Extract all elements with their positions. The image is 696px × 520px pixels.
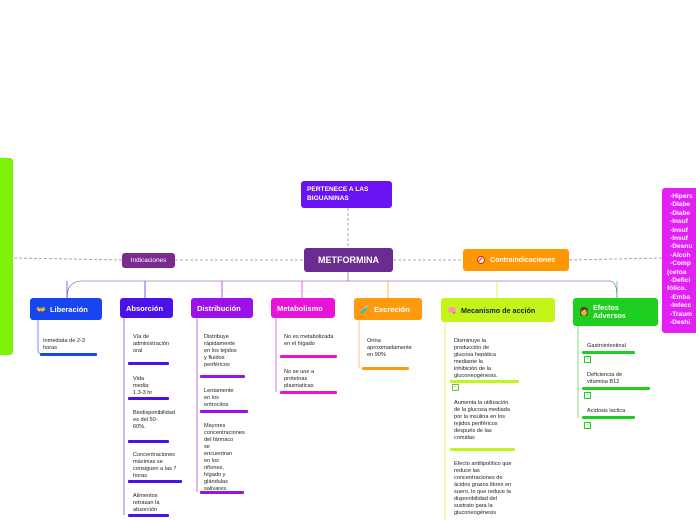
efectos-item-underline [582,416,635,419]
mecanismo-item-underline [450,380,519,383]
absorcion-item-underline [128,397,169,400]
contraindicacion-item: -Insuf [670,226,688,234]
test-tube-icon: 🧪 [360,304,370,314]
biguanidas-node[interactable]: PERTENECE A LAS BIGUANINAS [301,181,392,208]
absorcion-item: Alimentos retrasan la absorción [133,493,160,513]
brain-icon: 🧠 [447,305,457,315]
mecanismo-label: Mecanismo de acción [460,305,536,315]
metabolismo-node[interactable]: Metabolismo [271,298,335,318]
absorcion-item-underline [128,362,169,365]
central-node[interactable]: METFORMINA [304,248,393,272]
contraindicaciones-node[interactable]: Contraindicaciones [463,249,569,271]
contraindicaciones-list-node[interactable]: -Hipers-Diabe-Diabe-Insuf-Insuf-Insuf-De… [662,188,696,333]
contraindicacion-item: fólico. [667,285,687,293]
liberacion-node[interactable]: 👐 Liberación [30,298,102,320]
efectos-item-underline [582,387,650,390]
metabolismo-item: No se une a proteínas plasmaticas [284,369,315,389]
contraindicacion-item: -Alcoh [670,251,691,259]
distribucion-node[interactable]: Distribución [191,298,253,318]
contraindicacion-item: -Desnu [670,243,693,251]
contraindicacion-item: -Diabe [670,201,691,209]
distribucion-item: Distribuye rápidamente en los tejidos y … [204,334,237,368]
metabolismo-item-underline [280,391,337,394]
contraindicacion-item: (cetoa [667,268,687,276]
efectos-item: Deficiencia de vitamina B12 [587,372,623,385]
distribucion-item: Mayores concentraciones del fármaco se e… [204,423,245,492]
contraindicacion-item: -Deshi [670,319,691,327]
contraindicacion-item: -Hipers [670,193,693,200]
expand-toggle[interactable]: − [584,356,591,363]
liberacion-item-underline [40,353,97,356]
metabolismo-item: No es metabolizada en el hígado [284,334,334,347]
mecanismo-node[interactable]: 🧠 Mecanismo de acción [441,298,555,322]
excrecion-item-underline [362,367,409,370]
mecanismo-item: Disminuye la producción de glucosa hepát… [454,338,498,379]
liberacion-label: Liberación [49,304,88,314]
expand-toggle[interactable]: − [584,422,591,429]
contraindicacion-item: -Infecc [670,302,692,310]
contraindicacion-item: -Insuf [670,235,688,243]
prohibited-icon [477,256,486,264]
metabolismo-label: Metabolismo [277,303,323,313]
contraindicaciones-label: Contraindicaciones [490,256,555,264]
absorcion-item: Vida media: 1.3-3 hr [133,376,153,396]
distribucion-item: Lentamente en los eritrocitos [204,388,234,408]
contraindicacion-item: -Emba [670,293,691,301]
hands-icon: 👐 [36,304,46,314]
contraindicacion-item: -Diabe [670,209,691,217]
contraindicacion-item: -Comp [670,260,691,268]
indicaciones-label: Indicaciones [130,257,167,264]
liberacion-item: Inmediata de 2-3 horas [43,338,85,351]
absorcion-item: Concentraciones máximas se consiguen a l… [133,452,177,479]
efectos-item-underline [582,351,635,354]
absorcion-item-underline [128,440,169,443]
excrecion-item: Orina aproximadamente en 90% [367,338,412,358]
biguanidas-label: PERTENECE A LAS BIGUANINAS [307,186,369,202]
metabolismo-item-underline [280,355,337,358]
contraindicacion-item: -Traum [670,310,692,318]
absorcion-item-underline [128,480,182,483]
expand-toggle[interactable]: − [452,384,459,391]
mecanismo-item: Aumenta la utilización de la glucosa med… [454,400,510,441]
efectos-label: Efectos Adversos [592,302,626,320]
mecanismo-item: Efecto antilipolítico que reduce las con… [454,461,512,516]
excrecion-node[interactable]: 🧪 Excreción [354,298,422,320]
left-side-node[interactable] [0,158,13,355]
distribucion-item-underline [200,410,248,413]
indicaciones-node[interactable]: Indicaciones [122,253,175,268]
absorcion-item-underline [128,514,169,517]
contraindicaciones-list: -Hipers-Diabe-Diabe-Insuf-Insuf-Insuf-De… [667,193,696,328]
absorcion-item: Vía de administración oral [133,334,170,354]
contraindicacion-item: -Defici [670,277,691,285]
distribucion-item-underline [200,375,245,378]
central-label: METFORMINA [318,255,379,265]
expand-toggle[interactable]: − [584,392,591,399]
efectos-item: Gastrointestinal [587,343,626,349]
absorcion-node[interactable]: Absorción [120,298,173,318]
efectos-node[interactable]: 👩 Efectos Adversos [573,298,658,326]
mecanismo-item-underline [450,448,515,451]
distribucion-item-underline [200,491,244,494]
excrecion-label: Excreción [373,304,410,314]
nurse-icon: 👩 [579,306,589,316]
distribucion-label: Distribución [197,303,241,313]
absorcion-label: Absorción [126,303,164,313]
absorcion-item: Biodisponibilidad es del 50-60%. [133,410,175,430]
efectos-item: Acidosis lactica [587,408,626,414]
contraindicacion-item: -Insuf [670,218,688,226]
